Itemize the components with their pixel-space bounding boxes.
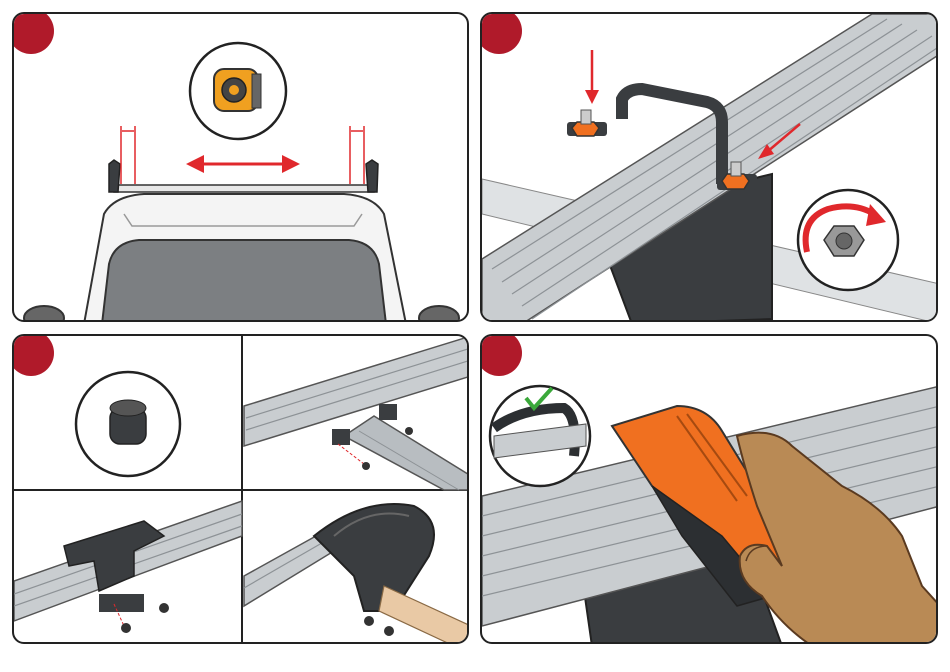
step-3-illustration bbox=[14, 336, 469, 644]
nut-rotate-icon bbox=[798, 190, 898, 290]
spacing-arrow-icon bbox=[186, 155, 300, 173]
step-2-illustration bbox=[482, 14, 938, 322]
right-foot bbox=[366, 160, 378, 192]
step-1-illustration bbox=[14, 14, 469, 322]
step-1-panel bbox=[12, 12, 469, 322]
step-4-panel bbox=[480, 334, 938, 644]
end-cap-on-rail bbox=[244, 504, 469, 644]
left-foot bbox=[109, 160, 120, 192]
rail-with-feet-topview bbox=[244, 336, 469, 490]
left-measure-mark bbox=[121, 126, 135, 184]
tape-measure-icon bbox=[190, 43, 286, 139]
step-4-illustration bbox=[482, 336, 938, 644]
right-measure-mark bbox=[350, 126, 364, 184]
step-2-panel bbox=[480, 12, 938, 322]
left-nut bbox=[567, 110, 607, 136]
step-3-panel bbox=[12, 334, 469, 644]
foot-on-rail bbox=[14, 501, 242, 633]
down-arrow-icon bbox=[585, 50, 599, 104]
checkmark-icon bbox=[490, 386, 590, 486]
end-cap-icon bbox=[76, 372, 180, 476]
